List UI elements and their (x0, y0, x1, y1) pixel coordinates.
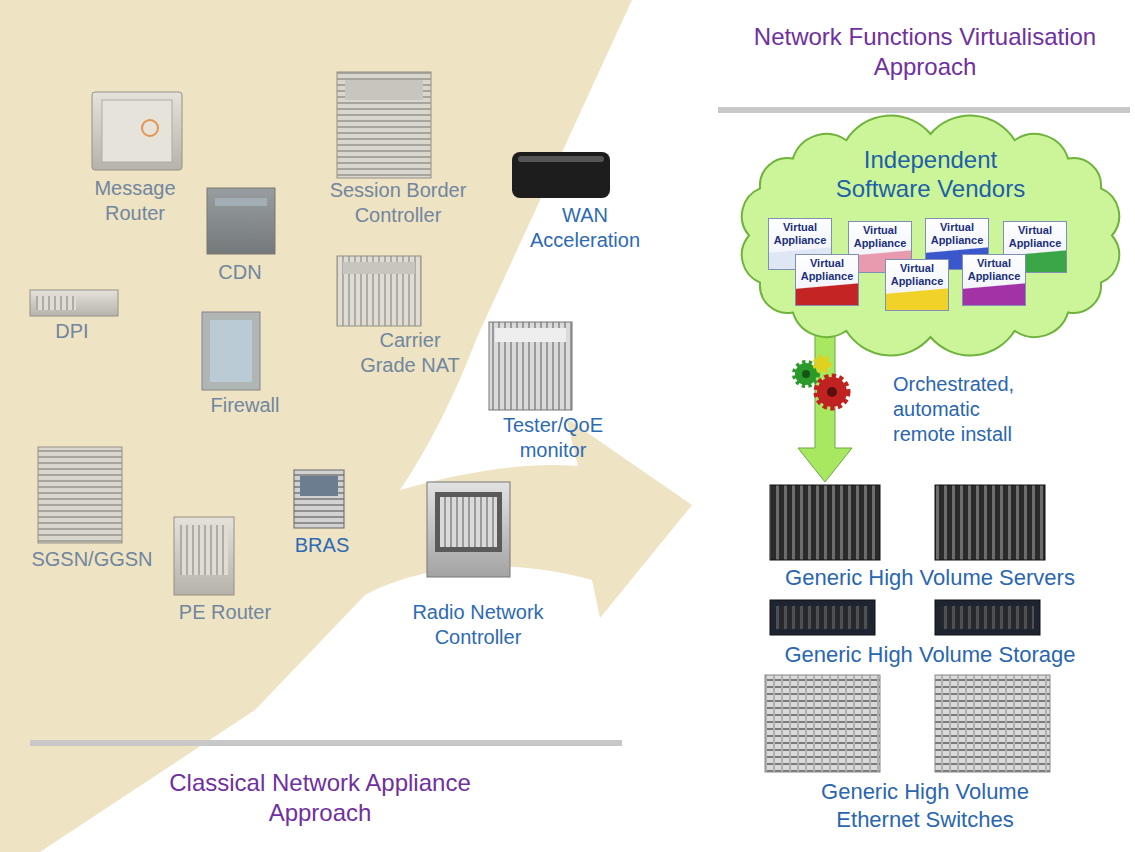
gear (815, 357, 829, 371)
switch-icon (765, 675, 880, 772)
radio-network-controller-bay (435, 492, 502, 552)
install-arrow (798, 330, 852, 482)
hardware-label: Generic High Volume Storage (755, 641, 1105, 669)
appliance-label: PE Router (170, 600, 280, 625)
server-icon (935, 485, 1045, 560)
hardware-label: Generic High Volume Servers (755, 564, 1105, 592)
storage-icon (935, 600, 1040, 635)
section-rule (718, 107, 1130, 113)
firewall-icon (202, 312, 260, 390)
virtual-appliance-box: Virtual Appliance (885, 259, 949, 311)
gear-hub (827, 387, 837, 397)
gear-hub (802, 370, 810, 378)
carrier-grade-nat-icon (337, 256, 421, 326)
radio-network-controller-icon (427, 482, 510, 577)
storage-icon (770, 600, 875, 635)
appliance-name: Virtual Appliance (852, 224, 908, 249)
virtual-appliance-box: Virtual Appliance (795, 254, 859, 306)
section-rule (30, 740, 622, 746)
cdn-icon (207, 188, 275, 254)
dpi-icon (30, 290, 118, 316)
message-router-icon (92, 92, 182, 170)
dpi-slots (36, 296, 76, 310)
appliance-label: CDN (200, 260, 280, 285)
appliance-name: Virtual Appliance (799, 257, 855, 282)
classical-approach-ground (0, 0, 692, 852)
cloud-heading: Independent Software Vendors (821, 146, 1041, 204)
appliance-name: Virtual Appliance (772, 221, 828, 246)
appliance-label: Tester/QoE monitor (491, 413, 616, 463)
orchestration-gears (795, 357, 847, 407)
carrier-grade-nat-panel (343, 262, 415, 274)
section-heading: Network Functions Virtualisation Approac… (730, 22, 1120, 82)
appliance-label: Firewall (195, 393, 295, 418)
message-router-logo (142, 120, 158, 136)
storage-bays (776, 606, 869, 629)
software-vendor-cloud: Independent Software VendorsVirtual Appl… (733, 118, 1128, 353)
bras-panel (300, 476, 338, 496)
wan-acceleration-highlight (518, 156, 604, 162)
appliance-label: SGSN/GGSN (27, 547, 157, 572)
radio-network-controller-cards (440, 497, 497, 547)
process-note: Orchestrated, automatic remote install (893, 372, 1043, 447)
appliance-name: Virtual Appliance (929, 221, 985, 246)
appliance-name: Virtual Appliance (889, 262, 945, 287)
appliance-label: WAN Acceleration (518, 203, 653, 253)
switch-icon (935, 675, 1050, 772)
pe-router-icon (174, 517, 234, 595)
storage-bays (941, 606, 1034, 629)
server-icon (770, 485, 880, 560)
appliance-label: Message Router (80, 176, 190, 226)
appliance-label: Session Border Controller (311, 178, 486, 228)
message-router-panel (102, 100, 172, 162)
gear (817, 377, 847, 407)
cdn-panel (215, 198, 267, 206)
session-border-controller-icon (337, 72, 431, 178)
appliance-label: Carrier Grade NAT (353, 328, 468, 378)
tester-panel (495, 328, 566, 342)
appliance-name: Virtual Appliance (1007, 224, 1063, 249)
hardware-label: Generic High Volume Ethernet Switches (790, 778, 1060, 833)
tester-icon (489, 322, 572, 410)
faded-appliance-icons (30, 72, 431, 595)
virtual-appliance-box: Virtual Appliance (962, 254, 1026, 306)
section-heading: Classical Network Appliance Approach (125, 768, 515, 828)
cloud-shape (742, 116, 1119, 356)
appliance-label: Radio Network Controller (401, 600, 556, 650)
session-border-controller-panel (345, 80, 423, 100)
bras-icon (294, 470, 344, 528)
generic-hardware (765, 485, 1050, 772)
firewall-panel (210, 320, 252, 382)
appliance-label: DPI (42, 319, 102, 344)
wan-acceleration-icon (512, 152, 610, 198)
sgsn-ggsn-icon (38, 447, 122, 543)
pe-router-panel (180, 525, 228, 575)
appliance-name: Virtual Appliance (966, 257, 1022, 282)
appliance-label: BRAS (287, 533, 357, 558)
